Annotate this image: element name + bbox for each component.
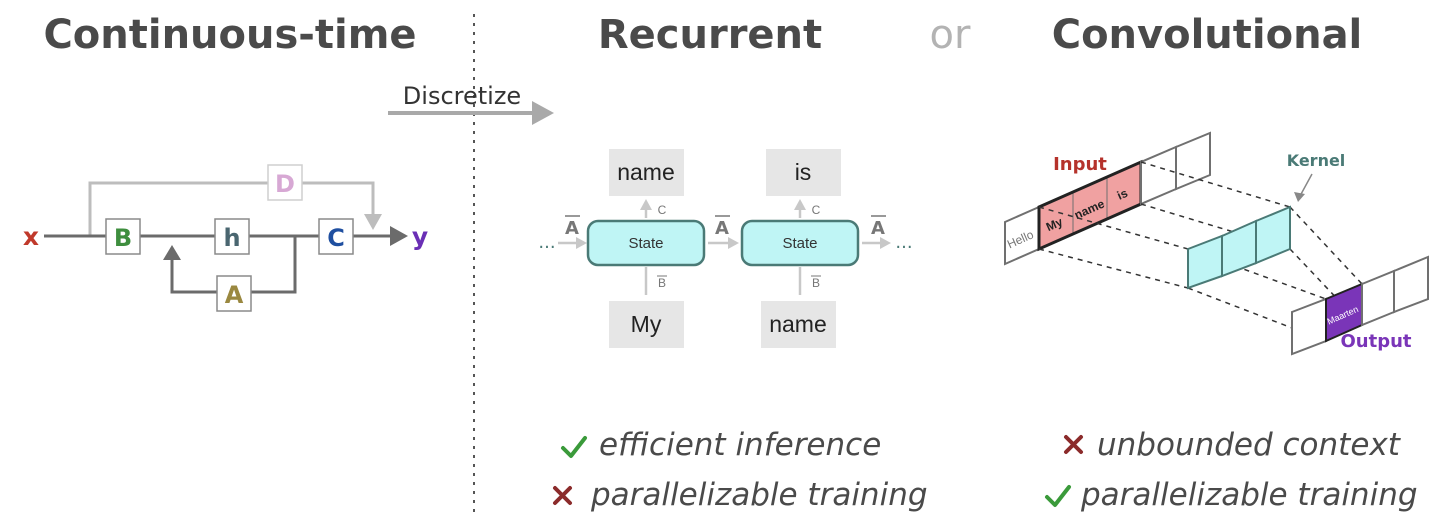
- kernel-label: Kernel: [1287, 151, 1346, 170]
- cross-icon: [1064, 435, 1083, 454]
- cell2-state-box: [740, 219, 860, 267]
- d-arrowhead: [364, 214, 382, 230]
- kernel-cell-1: [1187, 234, 1223, 290]
- d-path: [88, 181, 375, 236]
- cell1-c-label: C: [658, 203, 667, 217]
- a-bar-left: A: [565, 218, 579, 239]
- title-convolutional: Convolutional: [1052, 12, 1363, 58]
- block-b-label: B: [114, 224, 132, 252]
- cell1-state-label: State: [628, 235, 663, 252]
- cell2-c-arrowhead: [794, 199, 806, 210]
- cell1-output-token-box: [609, 149, 684, 196]
- recurrent-prop-1: efficient inference: [599, 427, 881, 463]
- feedback-arrowhead: [163, 245, 181, 260]
- cell2-input-token-box: [761, 301, 836, 348]
- cell2-state-label: State: [782, 235, 817, 252]
- conv-prop-1: unbounded context: [1097, 427, 1402, 463]
- continuous-diagram: B h C A D x y: [23, 164, 428, 312]
- check-icon: [561, 436, 587, 458]
- block-h-label: h: [223, 224, 240, 252]
- discretize-arrow: [388, 101, 554, 125]
- block-c-label: C: [327, 224, 345, 252]
- output-cell-4: [1393, 255, 1429, 314]
- cell1-b-label: B: [658, 276, 666, 290]
- block-c: [318, 218, 354, 255]
- cell2-output-token-box: [766, 149, 841, 196]
- trailing-ellipsis: ...: [895, 232, 912, 253]
- cell2-output-token: is: [795, 159, 812, 185]
- block-a-label: A: [225, 281, 244, 309]
- cell2-input-token: name: [769, 311, 827, 337]
- output-cell-3: [1361, 269, 1395, 327]
- title-continuous-time: Continuous-time: [43, 12, 416, 58]
- block-d: [267, 164, 303, 201]
- recurrent-properties: efficient inference parallelizable train…: [553, 427, 928, 513]
- kernel-cell-3: [1255, 205, 1291, 265]
- kernel-cell-2: [1221, 219, 1257, 278]
- leading-ellipsis: ...: [538, 232, 555, 253]
- conv-diagram: Hello My name is Input Kernel Maarten Ou…: [1004, 131, 1429, 356]
- cell1-state-box: [586, 219, 706, 267]
- cell1-input-token-box: [609, 301, 684, 348]
- kernel-pointer-head: [1294, 192, 1305, 202]
- block-h: [214, 218, 250, 255]
- block-d-label: D: [275, 170, 295, 198]
- input-cell-empty-2: [1175, 131, 1211, 191]
- kernel-pointer-line: [1299, 173, 1313, 197]
- output-label: Output: [1340, 331, 1411, 352]
- block-a: [216, 275, 252, 312]
- input-cell-empty-1: [1140, 145, 1177, 206]
- title-or: or: [930, 12, 971, 58]
- recurrent-prop-2: parallelizable training: [590, 477, 928, 513]
- a-bar-right: A: [871, 218, 885, 239]
- output-arrowhead: [390, 226, 408, 246]
- input-label: Input: [1053, 154, 1107, 175]
- title-recurrent: Recurrent: [598, 12, 822, 58]
- input-x-label: x: [23, 222, 39, 251]
- discretize-label: Discretize: [403, 82, 521, 110]
- mid-arrowhead: [728, 237, 739, 249]
- cell1-output-token: name: [617, 159, 675, 185]
- cell2-c-label: C: [812, 203, 821, 217]
- cell1-c-arrowhead: [640, 199, 652, 210]
- convolutional-properties: unbounded context parallelizable trainin…: [1045, 427, 1418, 513]
- check-icon: [1045, 485, 1071, 507]
- out-arrowhead: [880, 237, 891, 249]
- in-arrowhead: [576, 237, 587, 249]
- output-y-label: y: [412, 222, 428, 251]
- recurrent-diagram: ... A name C State B My A is C State B: [538, 149, 913, 348]
- output-cell-1: [1291, 297, 1327, 356]
- cell2-b-label: B: [812, 276, 820, 290]
- conv-prop-2: parallelizable training: [1080, 477, 1418, 513]
- input-token-my: My: [1044, 214, 1065, 234]
- cross-icon: [553, 486, 572, 505]
- block-b: [105, 218, 141, 255]
- cell1-input-token: My: [631, 311, 662, 337]
- a-bar-mid: A: [715, 218, 729, 239]
